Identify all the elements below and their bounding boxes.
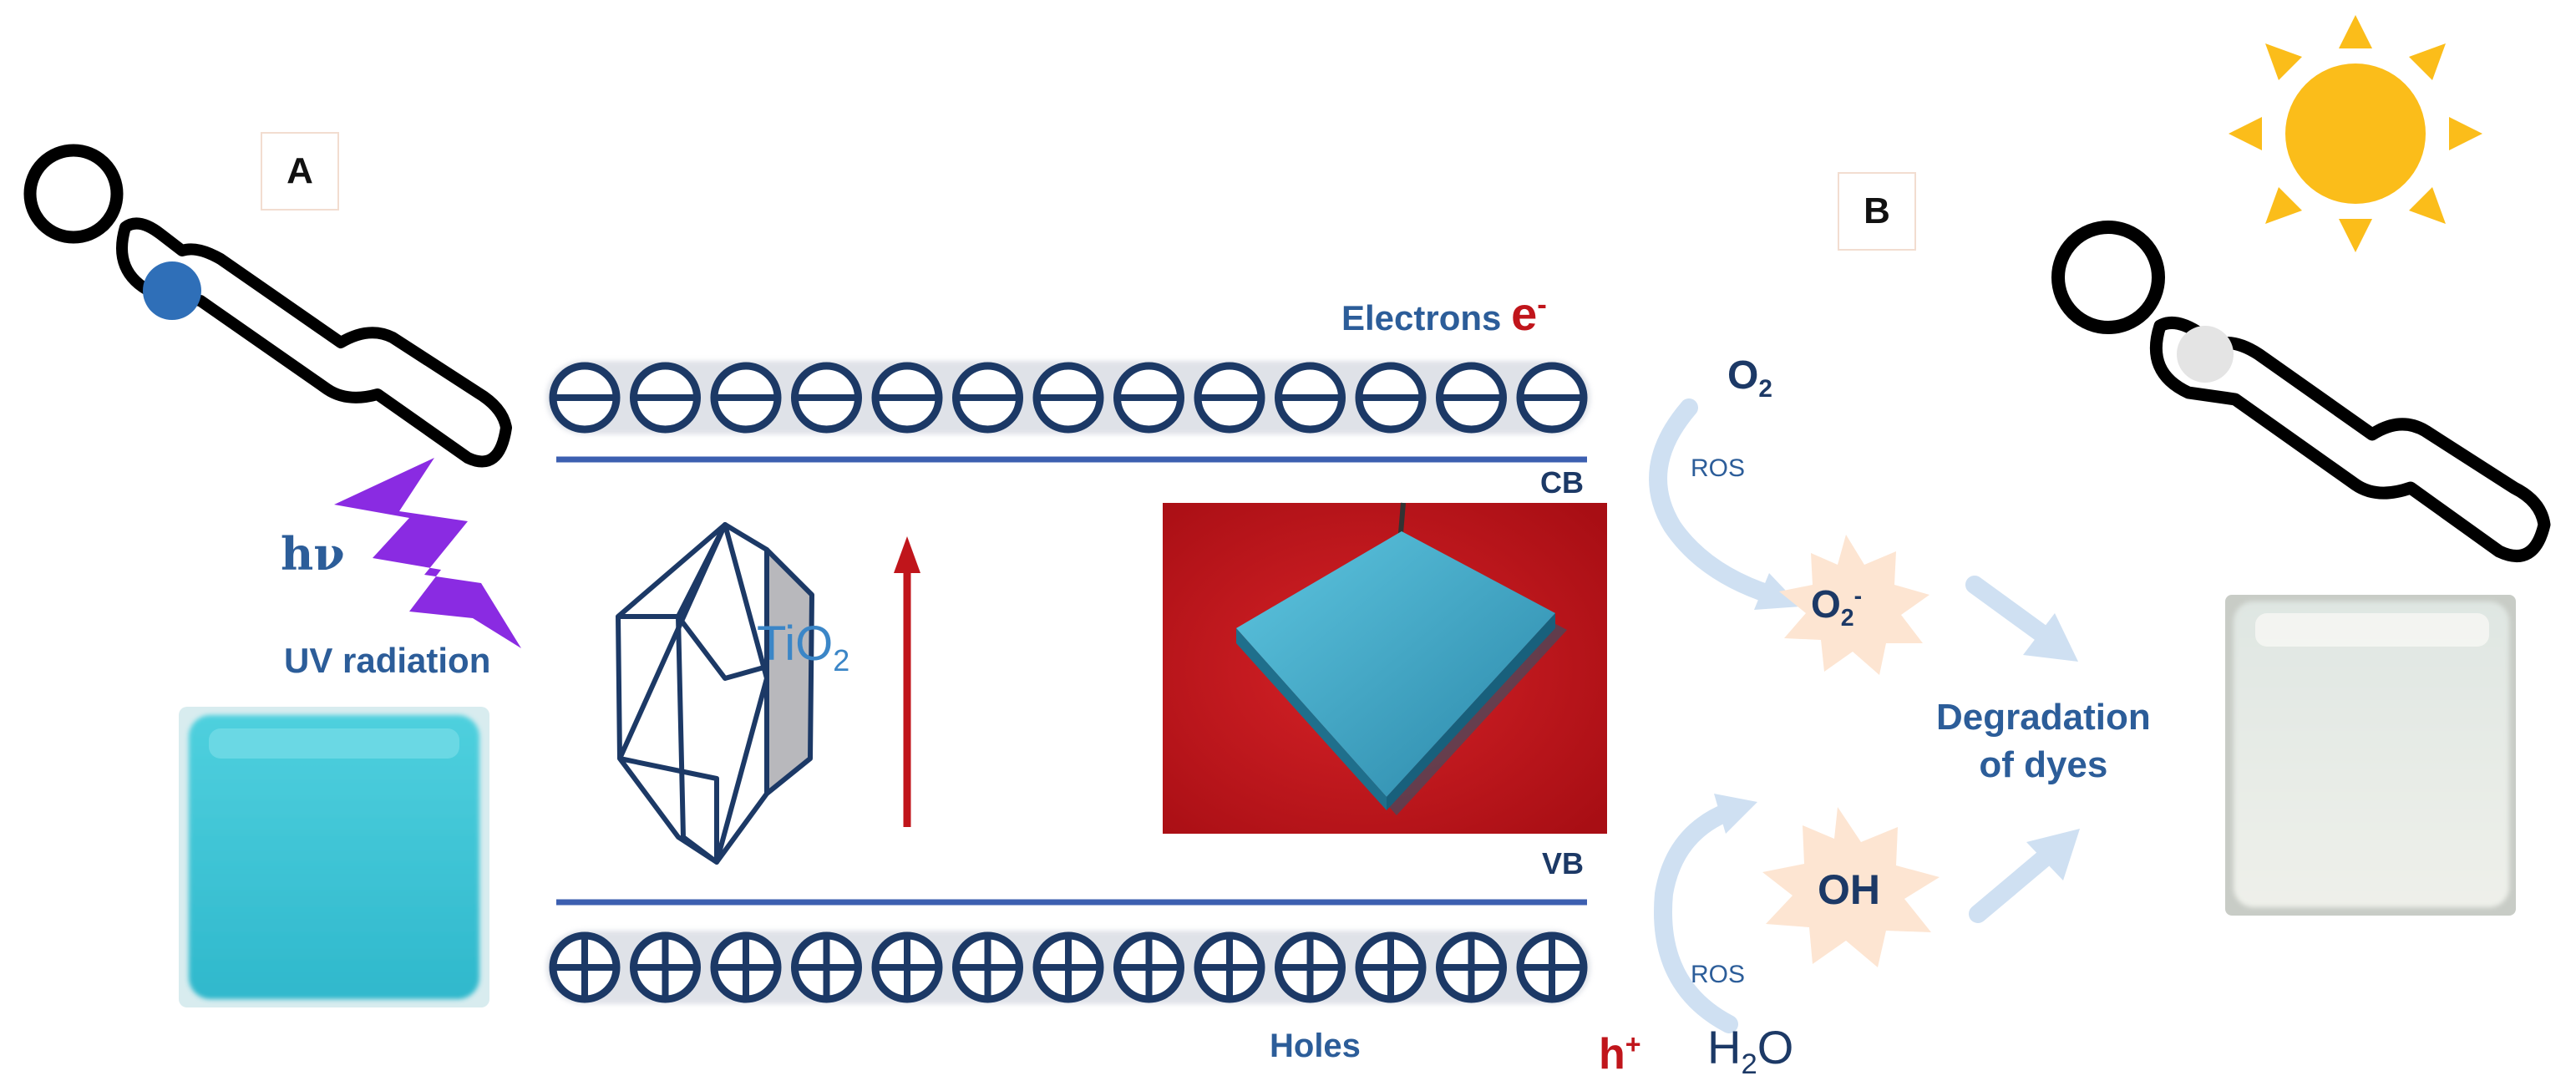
panel-a-label: A bbox=[261, 132, 339, 211]
hv-label: hν bbox=[281, 527, 345, 581]
gel-photo-white bbox=[2225, 595, 2516, 916]
o2-radical-label: O2- bbox=[1811, 582, 1863, 632]
oh-label: OH bbox=[1818, 866, 1880, 913]
patch-photo bbox=[1163, 502, 1607, 834]
excitation-arrow bbox=[894, 536, 920, 827]
h2o-label: H2O bbox=[1707, 1021, 1794, 1081]
ros-arrows bbox=[1649, 398, 2080, 1033]
degradation-label: Degradation of dyes bbox=[1936, 697, 2151, 786]
o2-radical-burst bbox=[1779, 535, 1929, 675]
holes-label: Holes bbox=[1270, 1028, 1361, 1064]
hole-row bbox=[546, 931, 1590, 1004]
vb-label: VB bbox=[1542, 846, 1585, 880]
panel-b-label: B bbox=[1838, 172, 1916, 251]
oh-burst bbox=[1762, 807, 1940, 967]
o2-label: O2 bbox=[1727, 353, 1772, 403]
sun-icon bbox=[2229, 15, 2482, 252]
uv-radiation-label: UV radiation bbox=[284, 641, 491, 680]
arm-b-icon bbox=[2051, 221, 2551, 563]
arm-b-dot-icon bbox=[2177, 326, 2234, 383]
ros-top-label: ROS bbox=[1691, 454, 1746, 482]
h-plus-label: h+ bbox=[1599, 1029, 1641, 1078]
gel-photo-blue bbox=[179, 707, 489, 1007]
electrons-label: Electrons e- bbox=[1341, 287, 1547, 340]
arm-a-icon bbox=[23, 144, 512, 468]
lightning-icon bbox=[334, 458, 521, 648]
tio2-label: TiO2 bbox=[757, 617, 850, 677]
electron-row bbox=[546, 361, 1590, 434]
cb-label: CB bbox=[1540, 465, 1584, 500]
electron-symbol: e- bbox=[1511, 287, 1547, 340]
crystal-icon bbox=[616, 522, 814, 865]
ros-bottom-label: ROS bbox=[1691, 961, 1746, 988]
arm-a-dot-icon bbox=[143, 261, 201, 320]
